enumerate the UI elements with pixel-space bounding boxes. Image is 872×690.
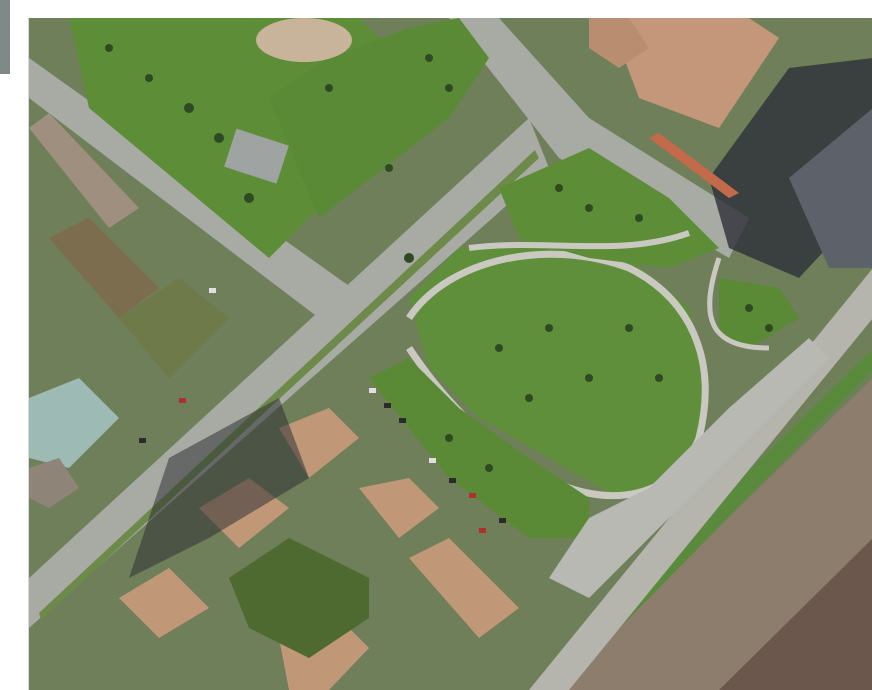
sports-court xyxy=(224,128,289,184)
residential-block-5 xyxy=(409,538,519,638)
aerial-map-view[interactable] xyxy=(28,18,872,690)
building-left-long xyxy=(29,113,139,228)
tower-building xyxy=(789,108,872,268)
residential-block-4 xyxy=(359,478,439,538)
parked-cars xyxy=(139,288,506,533)
building-green-roof xyxy=(119,278,229,378)
residential-block-3 xyxy=(119,568,209,638)
central-park-lawn xyxy=(409,238,709,498)
trees xyxy=(105,44,773,472)
east-path-loop xyxy=(707,257,770,351)
building-shadow xyxy=(129,398,309,578)
building-left-roof xyxy=(49,218,159,318)
park-lower-lawn xyxy=(369,358,589,538)
top-road xyxy=(449,18,749,258)
building-top-right-2 xyxy=(589,18,649,68)
plaza xyxy=(549,338,829,598)
orange-track xyxy=(649,133,739,198)
park-upper-left-b xyxy=(269,18,489,218)
river-water xyxy=(719,538,872,690)
window-edge-strip xyxy=(0,0,10,74)
playground xyxy=(256,18,352,62)
courtyard xyxy=(229,538,369,658)
building-teal-roof xyxy=(29,378,119,468)
building-top-right xyxy=(609,18,779,128)
park-east xyxy=(719,278,799,348)
building-left-small xyxy=(29,458,79,508)
curved-path-north xyxy=(468,230,691,251)
